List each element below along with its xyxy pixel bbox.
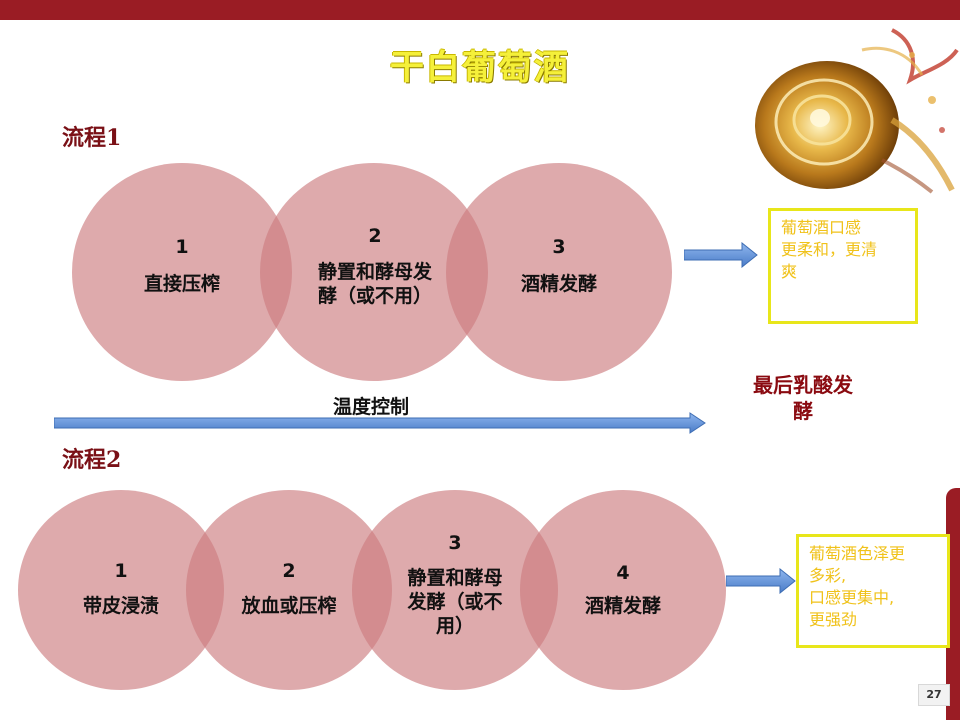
flow2-step1-number: 1 xyxy=(114,560,128,582)
final-lactic-fermentation-label: 最后乳酸发 酵 xyxy=(753,373,853,423)
flow2-step2-text: 放血或压榨 xyxy=(241,595,337,617)
page-number: 27 xyxy=(918,684,950,706)
flow2-step3-number: 3 xyxy=(448,532,462,554)
flow1-step1-circle xyxy=(72,163,292,381)
flow2-step3-text: 静置和酵母 发酵（或不 用） xyxy=(407,567,503,637)
flow1-result-arrow xyxy=(684,242,758,268)
flow2-step4-number: 4 xyxy=(616,562,630,584)
flow1-step3-text: 酒精发酵 xyxy=(520,273,597,295)
temperature-control-arrow xyxy=(54,412,706,434)
wine-splash-image xyxy=(755,28,959,194)
flow2-step4-circle xyxy=(520,490,726,690)
flow2-step4-text: 酒精发酵 xyxy=(584,595,661,617)
flow2-result-arrow xyxy=(726,568,796,594)
flow2-step2-number: 2 xyxy=(282,560,296,582)
flow1-step1-number: 1 xyxy=(175,236,189,258)
flow1-step3-circle xyxy=(446,163,672,381)
flow2-step1-text: 带皮浸渍 xyxy=(82,595,159,617)
flow1-step2-text: 静置和酵母发 酵（或不用） xyxy=(317,261,432,307)
temperature-control-label: 温度控制 xyxy=(333,396,410,418)
slide-title: 干白葡萄酒 xyxy=(390,48,570,88)
flow1-label: 流程1 xyxy=(62,125,122,151)
flow1-step3-number: 3 xyxy=(552,236,566,258)
flow1-step1-text: 直接压榨 xyxy=(143,273,220,295)
flow2-result-note: 葡萄酒色泽更 多彩, 口感更集中, 更强劲 xyxy=(796,534,950,648)
top-accent-bar xyxy=(0,0,960,20)
flow2-label: 流程2 xyxy=(62,447,122,473)
flow1-result-note: 葡萄酒口感 更柔和，更清 爽 xyxy=(768,208,918,324)
flow1-step2-number: 2 xyxy=(368,225,382,247)
